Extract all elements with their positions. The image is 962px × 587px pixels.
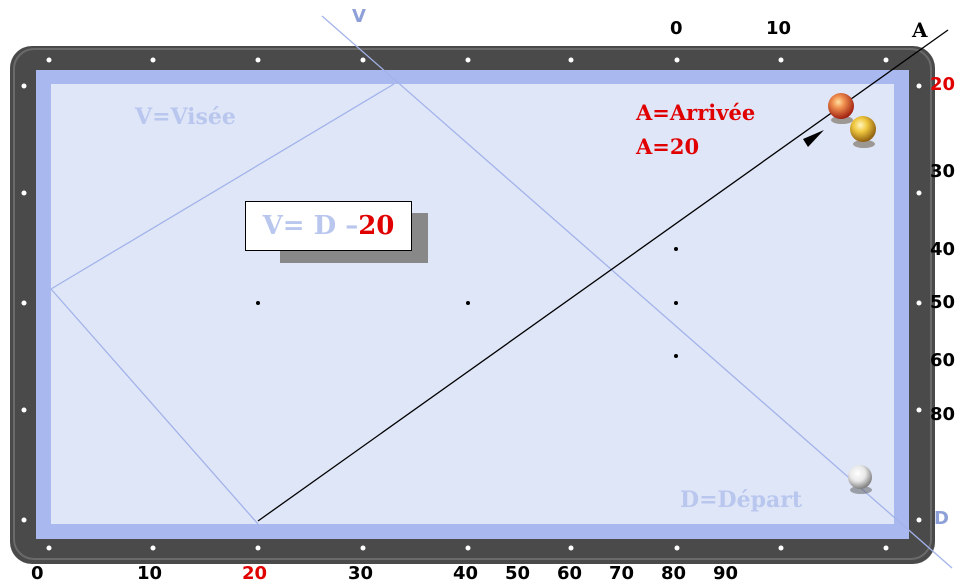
v-marker: V <box>352 6 366 27</box>
diamond <box>21 190 27 196</box>
spot <box>256 301 260 305</box>
diamond <box>255 57 261 63</box>
red-ball <box>828 93 854 124</box>
right-label-20: 20 <box>930 74 956 95</box>
diamond <box>916 83 922 89</box>
legend-arrivee-value: A=20 <box>636 134 700 159</box>
spot <box>674 354 678 358</box>
right-label-50: 50 <box>930 292 956 313</box>
diamond <box>360 57 366 63</box>
bounce-line-1 <box>50 83 395 290</box>
spot <box>674 301 678 305</box>
diamond <box>150 57 156 63</box>
bottom-label-30: 30 <box>348 563 374 584</box>
arrow-head-icon <box>803 130 824 147</box>
d-marker: D <box>934 508 949 529</box>
diamond <box>465 545 471 551</box>
spot <box>674 247 678 251</box>
diamond <box>883 545 889 551</box>
diamond <box>674 545 680 551</box>
right-label-80: 80 <box>930 404 956 425</box>
table-rail-highlight <box>13 48 932 560</box>
diamond <box>150 545 156 551</box>
bottom-label-20: 20 <box>242 563 268 584</box>
diamond <box>255 545 261 551</box>
right-label-60: 60 <box>930 350 956 371</box>
yellow-ball <box>850 116 876 148</box>
diamond <box>916 300 922 306</box>
diamond <box>778 545 784 551</box>
formula-main: V= D – <box>262 211 359 241</box>
visee-line <box>321 15 953 569</box>
bounce-line-2 <box>50 288 259 525</box>
diamond <box>21 407 27 413</box>
diamond <box>21 517 27 523</box>
bottom-label-50: 50 <box>505 563 531 584</box>
cloth-spots <box>256 247 678 358</box>
formula-number: 20 <box>358 211 395 241</box>
bottom-label-90: 90 <box>713 563 739 584</box>
bottom-label-70: 70 <box>609 563 635 584</box>
diamond <box>916 517 922 523</box>
diamond <box>568 545 574 551</box>
rail-diamonds <box>21 57 922 551</box>
spot <box>466 301 470 305</box>
diamond <box>674 57 680 63</box>
top-label-10: 10 <box>766 18 792 39</box>
right-label-40: 40 <box>930 239 956 260</box>
diamond <box>883 57 889 63</box>
diamond <box>916 407 922 413</box>
legend-visee: V=Visée <box>135 104 236 130</box>
diamond <box>46 57 52 63</box>
diagonal-lines <box>50 15 953 569</box>
bottom-label-80: 80 <box>661 563 687 584</box>
formula-box: V= D – 20 <box>245 201 412 251</box>
legend-arrivee: A=Arrivée <box>636 100 756 125</box>
diamond <box>21 300 27 306</box>
diamond <box>360 545 366 551</box>
white-ball <box>848 465 872 494</box>
diamond <box>778 57 784 63</box>
diamond <box>916 190 922 196</box>
diamond <box>21 83 27 89</box>
diamond <box>465 57 471 63</box>
top-label-0: 0 <box>670 18 683 39</box>
bottom-label-60: 60 <box>557 563 583 584</box>
legend-depart: D=Départ <box>680 487 802 513</box>
diamond <box>568 57 574 63</box>
table-cloth <box>51 84 894 524</box>
right-label-30: 30 <box>930 161 956 182</box>
diamond <box>46 545 52 551</box>
a-marker: A <box>912 18 928 42</box>
bottom-label-40: 40 <box>453 563 479 584</box>
bottom-label-0: 0 <box>31 563 44 584</box>
bottom-label-10: 10 <box>137 563 163 584</box>
